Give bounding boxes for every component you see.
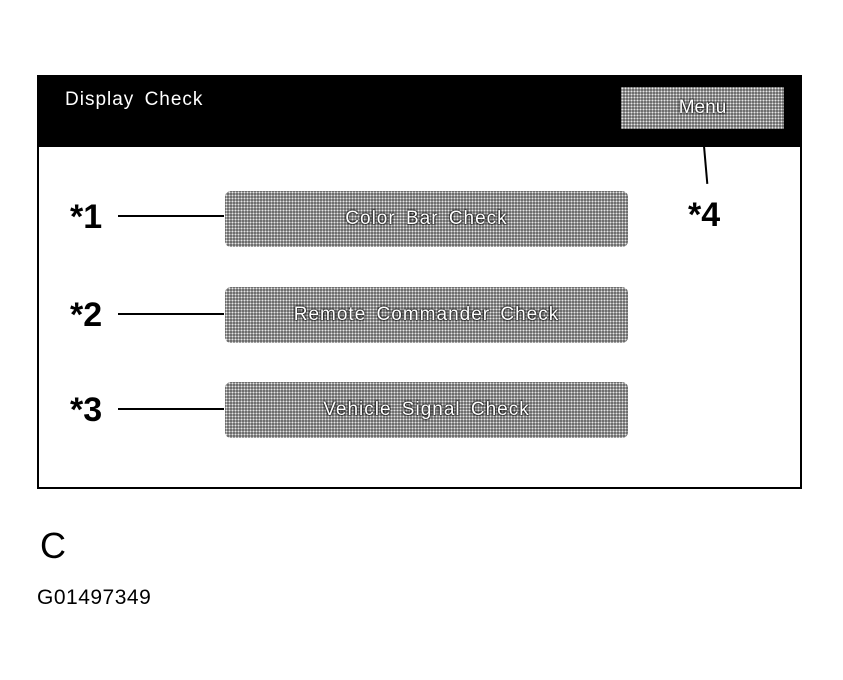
color-bar-check-button[interactable]: Color Bar Check	[225, 191, 628, 247]
display-check-screen: Display Check Menu Color Bar Check Remot…	[37, 75, 802, 489]
menu-button[interactable]: Menu	[621, 87, 784, 129]
figure-letter: C	[40, 525, 66, 566]
callout-2-leader-line	[118, 313, 224, 315]
vehicle-signal-check-button[interactable]: Vehicle Signal Check	[225, 382, 628, 438]
remote-commander-check-button[interactable]: Remote Commander Check	[225, 287, 628, 343]
title-bar: Display Check Menu	[39, 77, 800, 147]
screen-title: Display Check	[65, 89, 204, 110]
callout-1-leader-line	[118, 215, 224, 217]
figure-id: G01497349	[37, 586, 152, 609]
callout-2-label: *2	[70, 296, 103, 334]
callout-1-label: *1	[70, 198, 103, 236]
callout-3-label: *3	[70, 391, 103, 429]
callout-3-leader-line	[118, 408, 224, 410]
callout-4-label: *4	[688, 196, 721, 234]
